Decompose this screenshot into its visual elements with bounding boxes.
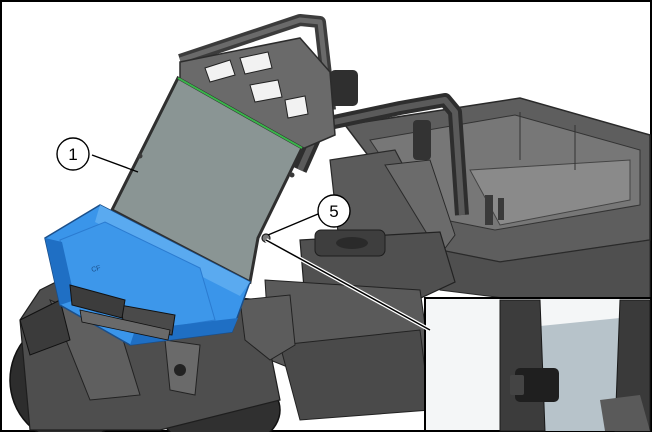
callout-1-label: 1 (68, 145, 77, 164)
callout-5-circle (317, 194, 351, 228)
callout-5-label: 5 (329, 202, 338, 221)
hood: CF (44, 204, 251, 346)
detail-inset (424, 297, 652, 432)
interior (264, 149, 456, 421)
callout-1-leader (91, 154, 139, 173)
inset-mirror-bracket (515, 368, 559, 402)
callout-1-circle (56, 137, 90, 171)
callout-1: 1 (56, 137, 90, 171)
roof-panel (179, 37, 336, 152)
svg-text:CF: CF (91, 265, 102, 274)
callout-5: 5 (317, 194, 351, 228)
side-mirror-right (413, 120, 431, 160)
callout-5-leader (267, 213, 319, 236)
inset-pointer-line (265, 239, 431, 331)
side-mirror-left (330, 70, 358, 106)
